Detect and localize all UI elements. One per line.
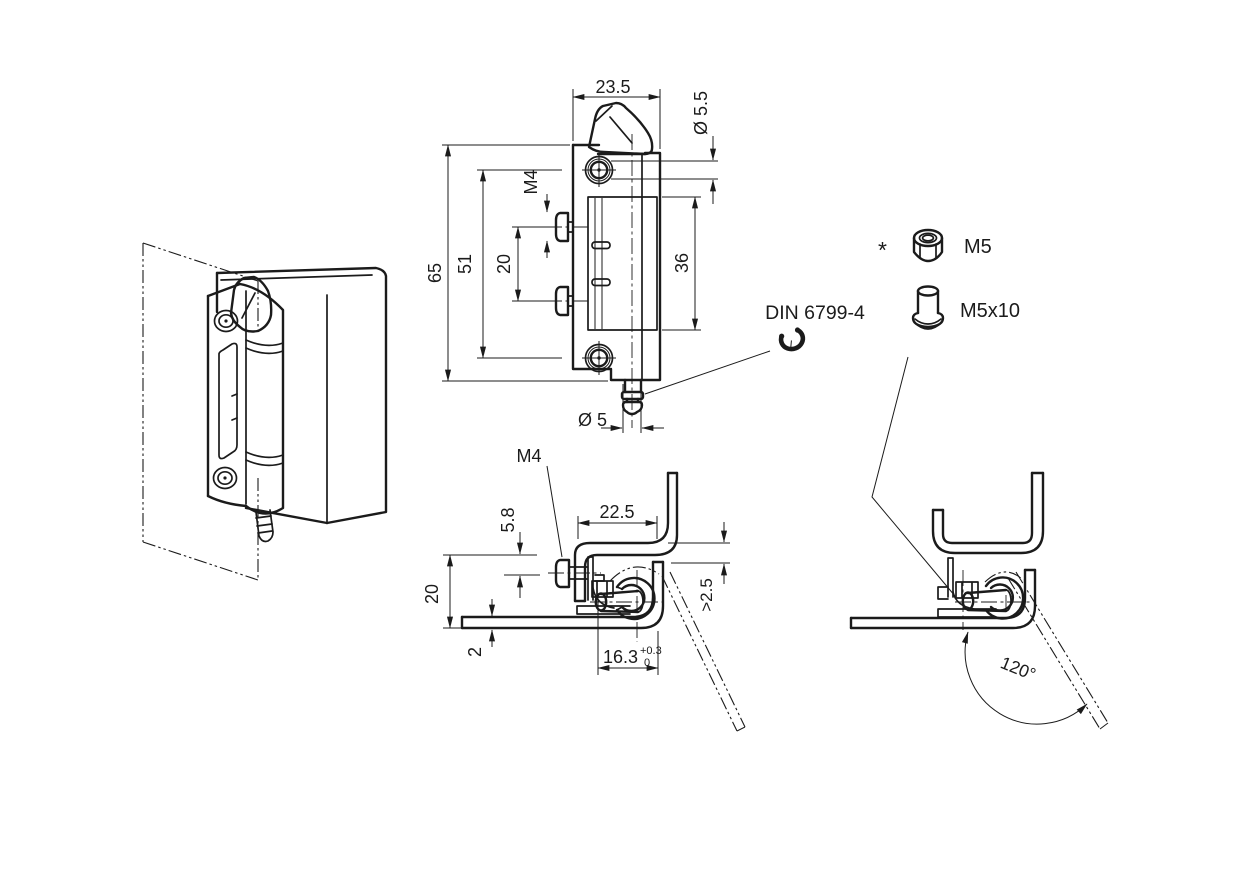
iso-lever (229, 275, 273, 333)
dim-sheet-thickness: 2 (465, 599, 496, 657)
nut-icon (912, 228, 944, 263)
section-thread-label: M4 (516, 446, 541, 466)
dim-hole-dia: Ø 5.5 (611, 91, 718, 204)
front-view: 23.5 Ø 5.5 65 51 (425, 77, 718, 433)
dim-cutout-label: 16.3 (603, 647, 638, 667)
front-screw-top (554, 211, 574, 243)
front-screw-bottom (554, 285, 574, 317)
iso-view (142, 242, 388, 581)
front-body (546, 101, 662, 428)
iso-hinge-body (206, 275, 285, 543)
open-hinge-assembly (937, 557, 1032, 630)
section-dimensions: M4 5.8 22.5 20 (422, 446, 730, 675)
dim-gap-label: >2.5 (697, 578, 716, 612)
open-angle-view: 120° (849, 471, 1109, 730)
nut-label: M5 (964, 236, 992, 258)
screw-label: M5x10 (960, 300, 1020, 322)
dim-width: 23.5 (572, 77, 661, 149)
front-dimensions: 23.5 Ø 5.5 65 51 (425, 77, 718, 433)
dim-cutout-tol-lower: 0 (644, 657, 650, 669)
dim-height: 65 (425, 144, 608, 382)
section-view: M4 5.8 22.5 20 (422, 446, 746, 732)
dim-cutout-height-label: 36 (672, 253, 692, 273)
section-door-sheet (573, 471, 679, 603)
iso-door-bracket (215, 266, 388, 525)
dim-pin-dia: Ø 5 (578, 384, 664, 433)
dim-door-return: 22.5 (577, 502, 658, 539)
front-thread-callout: M4 (521, 169, 551, 258)
section-open-phantom (609, 566, 746, 732)
section-hinge-leaf (548, 556, 664, 642)
front-hole-bottom (582, 341, 616, 375)
assembly-leader (871, 356, 956, 597)
circlip-label: DIN 6799-4 (765, 302, 865, 324)
open-door-channel (931, 471, 1045, 555)
front-hole-top (582, 153, 616, 187)
circlip-leader (644, 350, 771, 395)
dim-hole-spacing: 51 (455, 169, 562, 359)
iso-phantom-panel (142, 242, 259, 581)
dim-cutout-tol-upper: +0.3 (640, 645, 662, 657)
front-thread-label: M4 (521, 169, 541, 194)
dim-width-label: 23.5 (595, 77, 630, 97)
opening-angle-label: 120° (998, 652, 1039, 684)
front-pin (620, 378, 645, 416)
dim-gap: >2.5 (668, 522, 730, 612)
open-door-phantom (984, 571, 1109, 730)
dim-cutout: 16.3 +0.3 0 (597, 594, 662, 675)
dim-screw-spacing: 20 (494, 226, 546, 302)
circlip-icon (778, 327, 806, 352)
iso-pin (255, 509, 274, 543)
front-lever (587, 101, 654, 156)
dim-height-label: 65 (425, 263, 445, 283)
iso-hole-bottom (212, 466, 238, 490)
dim-profile-height-label: 20 (422, 584, 442, 604)
included-marker: * (878, 237, 887, 263)
dim-door-return-label: 22.5 (599, 502, 634, 522)
dim-hole-dia-label: Ø 5.5 (691, 91, 711, 135)
dim-screw-offset-label: 5.8 (498, 507, 518, 532)
dim-sheet-thickness-label: 2 (465, 647, 485, 657)
screw-icon (911, 285, 945, 330)
section-thread-leader (546, 465, 563, 558)
dim-cutout-height: 36 (662, 196, 701, 331)
dim-pin-dia-label: Ø 5 (578, 410, 607, 430)
dim-hole-spacing-label: 51 (455, 254, 475, 274)
dim-profile-height: 20 (422, 554, 469, 629)
dim-screw-spacing-label: 20 (494, 254, 514, 274)
hardware-legend: DIN 6799-4 * M5 M5x10 (644, 228, 1020, 597)
dim-screw-offset: 5.8 (443, 507, 540, 598)
